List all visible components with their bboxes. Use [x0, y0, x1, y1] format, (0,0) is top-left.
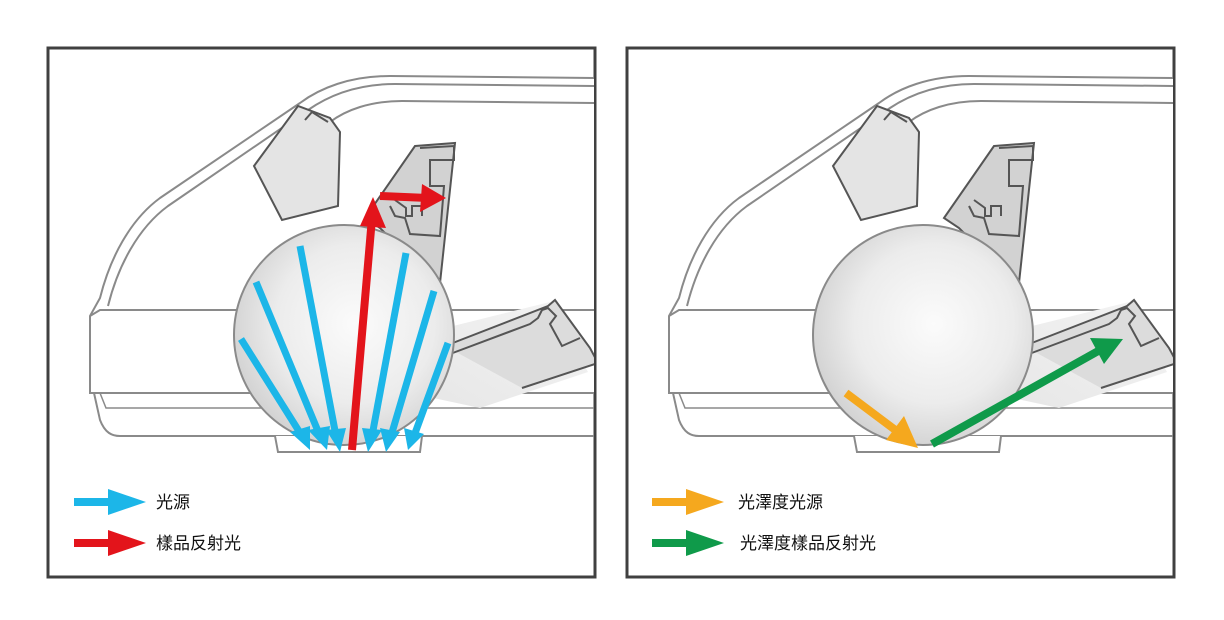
legend-swatch — [652, 498, 690, 506]
legend-arrowhead — [686, 530, 724, 556]
light-source-arrow — [238, 337, 305, 438]
arrowhead — [362, 428, 382, 452]
light-source-arrow — [387, 290, 438, 437]
legend-label: 光澤度樣品反射光 — [740, 534, 876, 554]
legend-label: 樣品反射光 — [156, 534, 241, 554]
arrowhead — [326, 428, 346, 452]
legend-label: 光源 — [156, 493, 190, 513]
legend-item-light-source: 光源 — [74, 489, 190, 515]
legend-label: 光澤度光源 — [738, 493, 823, 513]
legend-item-gloss-light-source: 光澤度光源 — [652, 489, 823, 515]
light-source-arrow — [296, 245, 340, 437]
right-instrument-drawing — [668, 75, 1173, 453]
light-source-arrow — [368, 252, 410, 437]
left-panel: 光源 樣品反射光 — [46, 46, 597, 579]
legend-arrowhead — [108, 489, 146, 515]
integrating-sphere — [812, 224, 1034, 446]
gloss-reflection-arrow — [930, 338, 1123, 448]
light-source-arrowheads — [290, 426, 424, 452]
light-source-arrow — [410, 341, 452, 438]
legend-arrowhead — [686, 489, 724, 515]
right-panel: 光澤度光源 光澤度樣品反射光 — [625, 46, 1176, 579]
reflected-light-arrow — [348, 184, 446, 451]
legend-swatch — [652, 539, 690, 547]
arrowhead — [404, 428, 424, 450]
arrowhead — [380, 428, 400, 452]
legend-arrowhead — [108, 530, 146, 556]
legend-item-gloss-reflection: 光澤度樣品反射光 — [652, 530, 876, 556]
arrowhead — [308, 426, 330, 450]
legend-swatch — [74, 539, 112, 547]
right-legend: 光澤度光源 光澤度樣品反射光 — [652, 489, 876, 556]
legend-item-sample-reflection: 樣品反射光 — [74, 530, 241, 556]
legend-swatch — [74, 498, 112, 506]
left-legend: 光源 樣品反射光 — [74, 489, 241, 556]
gloss-light-source-arrow — [843, 389, 918, 448]
light-source-arrow — [252, 280, 324, 438]
light-source-arrows — [238, 245, 452, 438]
arrowhead — [290, 426, 310, 450]
